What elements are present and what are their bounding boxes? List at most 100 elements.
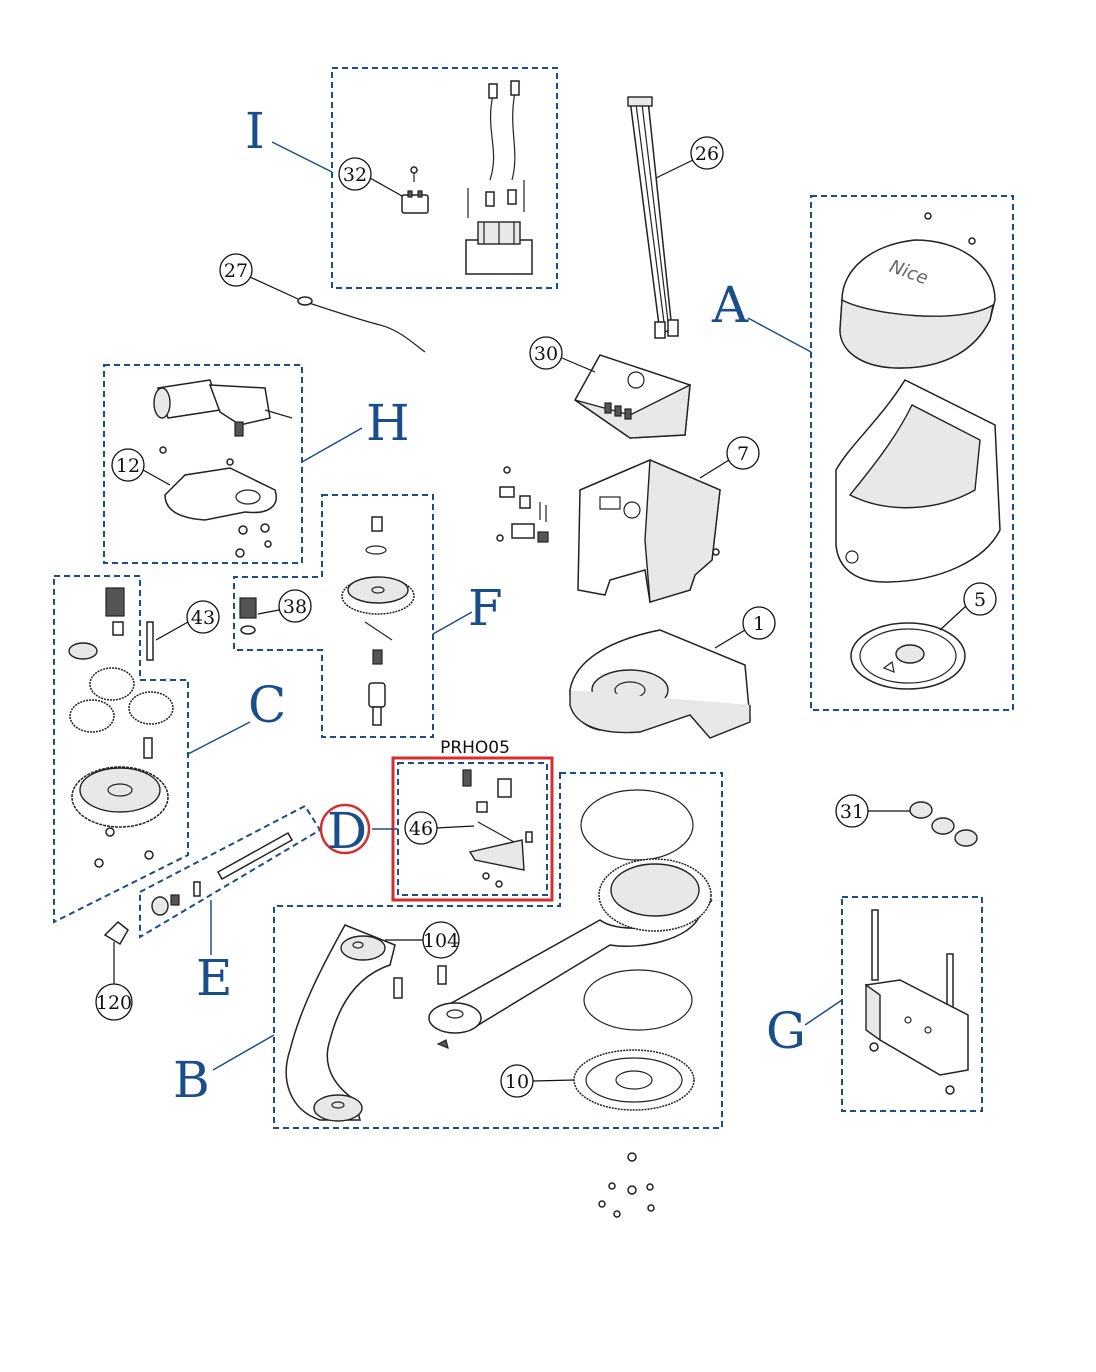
screw-part [482, 872, 490, 880]
part-30-callout [529, 336, 563, 370]
washer-part [240, 625, 256, 635]
nut-part [144, 850, 154, 860]
part-120-callout [95, 983, 133, 1021]
nut-part [94, 858, 104, 868]
cam-part [468, 839, 525, 871]
nut-part [945, 1085, 955, 1095]
bolt-part [871, 909, 879, 981]
part-32-number: 32 [343, 164, 367, 186]
part-12-leader [142, 469, 171, 486]
magnet-part [462, 769, 472, 787]
screw-part [410, 166, 418, 174]
switch-bracket [499, 486, 515, 498]
group-C-label: C [248, 676, 286, 734]
arrow-icon [882, 660, 895, 673]
group-A: A Nice 5 [711, 195, 1014, 711]
magnet-part [497, 778, 512, 798]
wire-lug [297, 296, 313, 306]
part-120-number: 120 [96, 992, 132, 1014]
encoder-disc-hole [615, 1070, 653, 1090]
pinion-part [239, 597, 257, 619]
shaft-stem [372, 706, 382, 726]
spring-part [170, 894, 180, 906]
part-38-callout [278, 589, 312, 623]
cap-part [909, 801, 933, 819]
switch-actuator [537, 531, 549, 543]
part-12-callout [111, 448, 145, 482]
part-30-number: 30 [534, 343, 558, 365]
connector-part [401, 194, 429, 214]
connecting-lever [285, 924, 396, 1121]
group-B: B 10 104 [173, 772, 723, 1129]
screw-part [598, 1200, 606, 1208]
clip-part [436, 1039, 449, 1049]
part-32-leader [369, 177, 403, 197]
part-46-callout [404, 811, 438, 845]
planet-carrier-top [79, 767, 161, 813]
ribbon-line [635, 103, 666, 331]
motor-shaft [264, 409, 293, 419]
screw-part [264, 540, 272, 548]
group-E: E 120 [95, 804, 322, 1021]
group-I-box [331, 67, 558, 289]
release-key [103, 920, 129, 946]
screw-part [924, 212, 932, 220]
part-5-leader [939, 605, 967, 631]
part-27-antenna-wire: 27 [219, 253, 426, 353]
part-26-ribbon-cable: 26 [627, 96, 724, 339]
board-terminal [614, 405, 622, 417]
part-7-inner-frame: 7 [496, 436, 760, 603]
part-43-leader [155, 621, 189, 641]
pin-part [143, 737, 153, 759]
highlight-code-label: PRHO05 [440, 738, 510, 758]
motor-end [153, 387, 171, 419]
group-I: I 32 [245, 67, 558, 289]
bushing-part [112, 621, 124, 636]
wire-part [511, 91, 516, 181]
group-F: F 38 [233, 494, 503, 738]
loose-screws [598, 1152, 655, 1218]
lever-head [340, 935, 386, 961]
nut-part [476, 801, 488, 813]
group-B-label: B [173, 1051, 210, 1109]
switch-bracket [519, 495, 531, 509]
wire-terminal [510, 80, 520, 96]
planet-gear [128, 691, 174, 725]
screw-part [235, 548, 245, 558]
part-5-callout [963, 582, 997, 616]
group-A-box [810, 195, 1014, 711]
pin-part [393, 977, 403, 999]
group-F-leader [432, 611, 473, 635]
mounting-plate [164, 467, 277, 521]
part-31-number: 31 [840, 801, 864, 823]
arm-pivot-hole [446, 1009, 464, 1019]
plate-hole [235, 489, 261, 505]
group-H-label: H [366, 394, 410, 452]
part-104-number: 104 [423, 930, 459, 952]
nut-part [496, 534, 504, 542]
group-D: PRHO05 D 46 [319, 738, 554, 902]
connector-pin [407, 190, 413, 198]
part-10-callout [500, 1064, 534, 1098]
board-terminal [624, 408, 632, 420]
motor-pinion [234, 421, 244, 437]
wire-terminal [488, 83, 498, 99]
o-ring [583, 969, 693, 1031]
part-7-number: 7 [737, 443, 749, 465]
screw-part [613, 1210, 621, 1218]
bearing-part [68, 642, 98, 660]
group-G: G [766, 896, 983, 1112]
release-shaft [216, 831, 294, 881]
group-F-box [233, 494, 434, 738]
part-27-leader [249, 276, 299, 300]
group-I-label: I [245, 102, 265, 160]
gearbox-body [208, 384, 271, 426]
group-C-leader [187, 721, 251, 755]
cap-part [931, 817, 955, 835]
part-1-number: 1 [753, 613, 765, 635]
top-cover-side [839, 298, 994, 369]
wire-part [489, 94, 495, 181]
spring-part [372, 649, 383, 665]
frame-hole [623, 501, 641, 519]
